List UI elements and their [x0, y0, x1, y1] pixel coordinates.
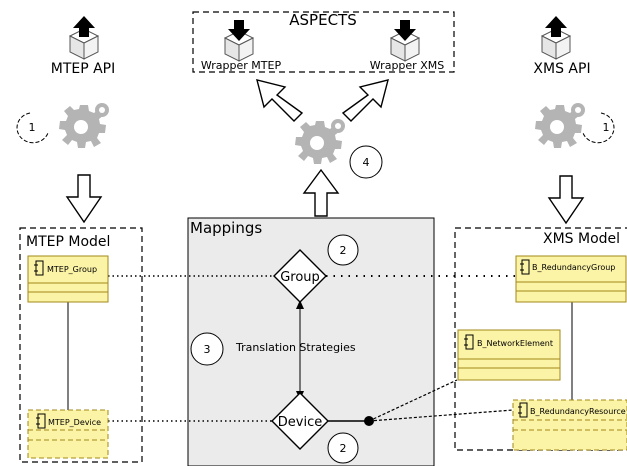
arrow-center-up-icon	[302, 168, 340, 217]
mtep-model-title: MTEP Model	[26, 234, 110, 250]
step-group-circle	[327, 234, 359, 266]
step-translation-number: 3	[204, 343, 211, 356]
xms-api-up-arrow-icon	[545, 16, 567, 37]
class-mtep-device: MTEP_Device	[27, 409, 109, 459]
junction-dot	[364, 416, 374, 426]
device-label: Device	[278, 415, 322, 430]
class-redundancy-group-icon	[521, 259, 530, 275]
class-redundancy-resource: B_RedundancyResource	[512, 399, 627, 451]
wrapper-mtep-label: Wrapper MTEP	[201, 59, 282, 72]
group-diamond	[273, 249, 327, 303]
xms-model-title: XMS Model	[543, 231, 620, 247]
class-network-element: B_NetworkElement	[457, 329, 561, 381]
translation-strategies-label: Translation Strategies	[235, 341, 356, 354]
class-redundancy-resource-label: B_RedundancyResource	[530, 407, 626, 416]
step-group-number: 2	[340, 244, 347, 257]
step-device-circle	[327, 432, 359, 464]
class-redundancy-group: B_RedundancyGroup	[515, 255, 627, 303]
arrow-right-down-icon	[547, 175, 585, 225]
class-redundancy-resource-icon	[519, 402, 528, 418]
class-mtep-group-icon	[35, 260, 44, 276]
group-label: Group	[280, 270, 320, 285]
class-network-element-label: B_NetworkElement	[477, 339, 553, 348]
aspects-title: ASPECTS	[289, 11, 356, 29]
arrow-to-wrapper-xms-icon	[341, 79, 389, 122]
xms-api-label: XMS API	[533, 61, 590, 77]
class-mtep-group-label: MTEP_Group	[47, 265, 97, 274]
junction-redundancy-resource-link	[368, 409, 514, 422]
wrapper-xms-label: Wrapper XMS	[370, 59, 444, 72]
step-left-circle	[16, 112, 49, 144]
class-redundancy-group-label: B_RedundancyGroup	[532, 263, 615, 272]
mtep-api-label: MTEP API	[51, 61, 116, 77]
step-right-number: 1	[603, 121, 610, 134]
mtep-api-up-arrow-icon	[73, 16, 95, 37]
device-diamond	[271, 392, 329, 450]
mappings-title: Mappings	[190, 219, 262, 237]
aspects-box	[192, 11, 455, 73]
step-aspects-circle	[349, 145, 383, 179]
class-mtep-group: MTEP_Group	[27, 255, 109, 303]
class-mtep-device-icon	[37, 413, 46, 429]
junction-network-element-link	[368, 379, 458, 422]
arrow-left-down-icon	[65, 174, 103, 224]
step-aspects-number: 4	[363, 156, 370, 169]
step-left-number: 1	[29, 121, 36, 134]
class-network-element-icon	[465, 334, 474, 350]
gear-right-icon	[535, 103, 585, 148]
step-device-number: 2	[340, 442, 347, 455]
step-translation-circle	[190, 332, 224, 366]
gear-left-icon	[59, 103, 109, 148]
class-mtep-device-label: MTEP_Device	[48, 418, 101, 427]
translation-arrow-up-head-icon	[296, 300, 304, 309]
gear-center-icon	[295, 119, 345, 164]
step-right-circle	[582, 112, 615, 144]
wrapper-mtep-down-arrow-icon	[228, 20, 250, 41]
wrapper-xms-down-arrow-icon	[394, 20, 416, 41]
arrow-to-wrapper-mtep-icon	[256, 79, 304, 122]
mtep-model-panel	[19, 227, 143, 463]
